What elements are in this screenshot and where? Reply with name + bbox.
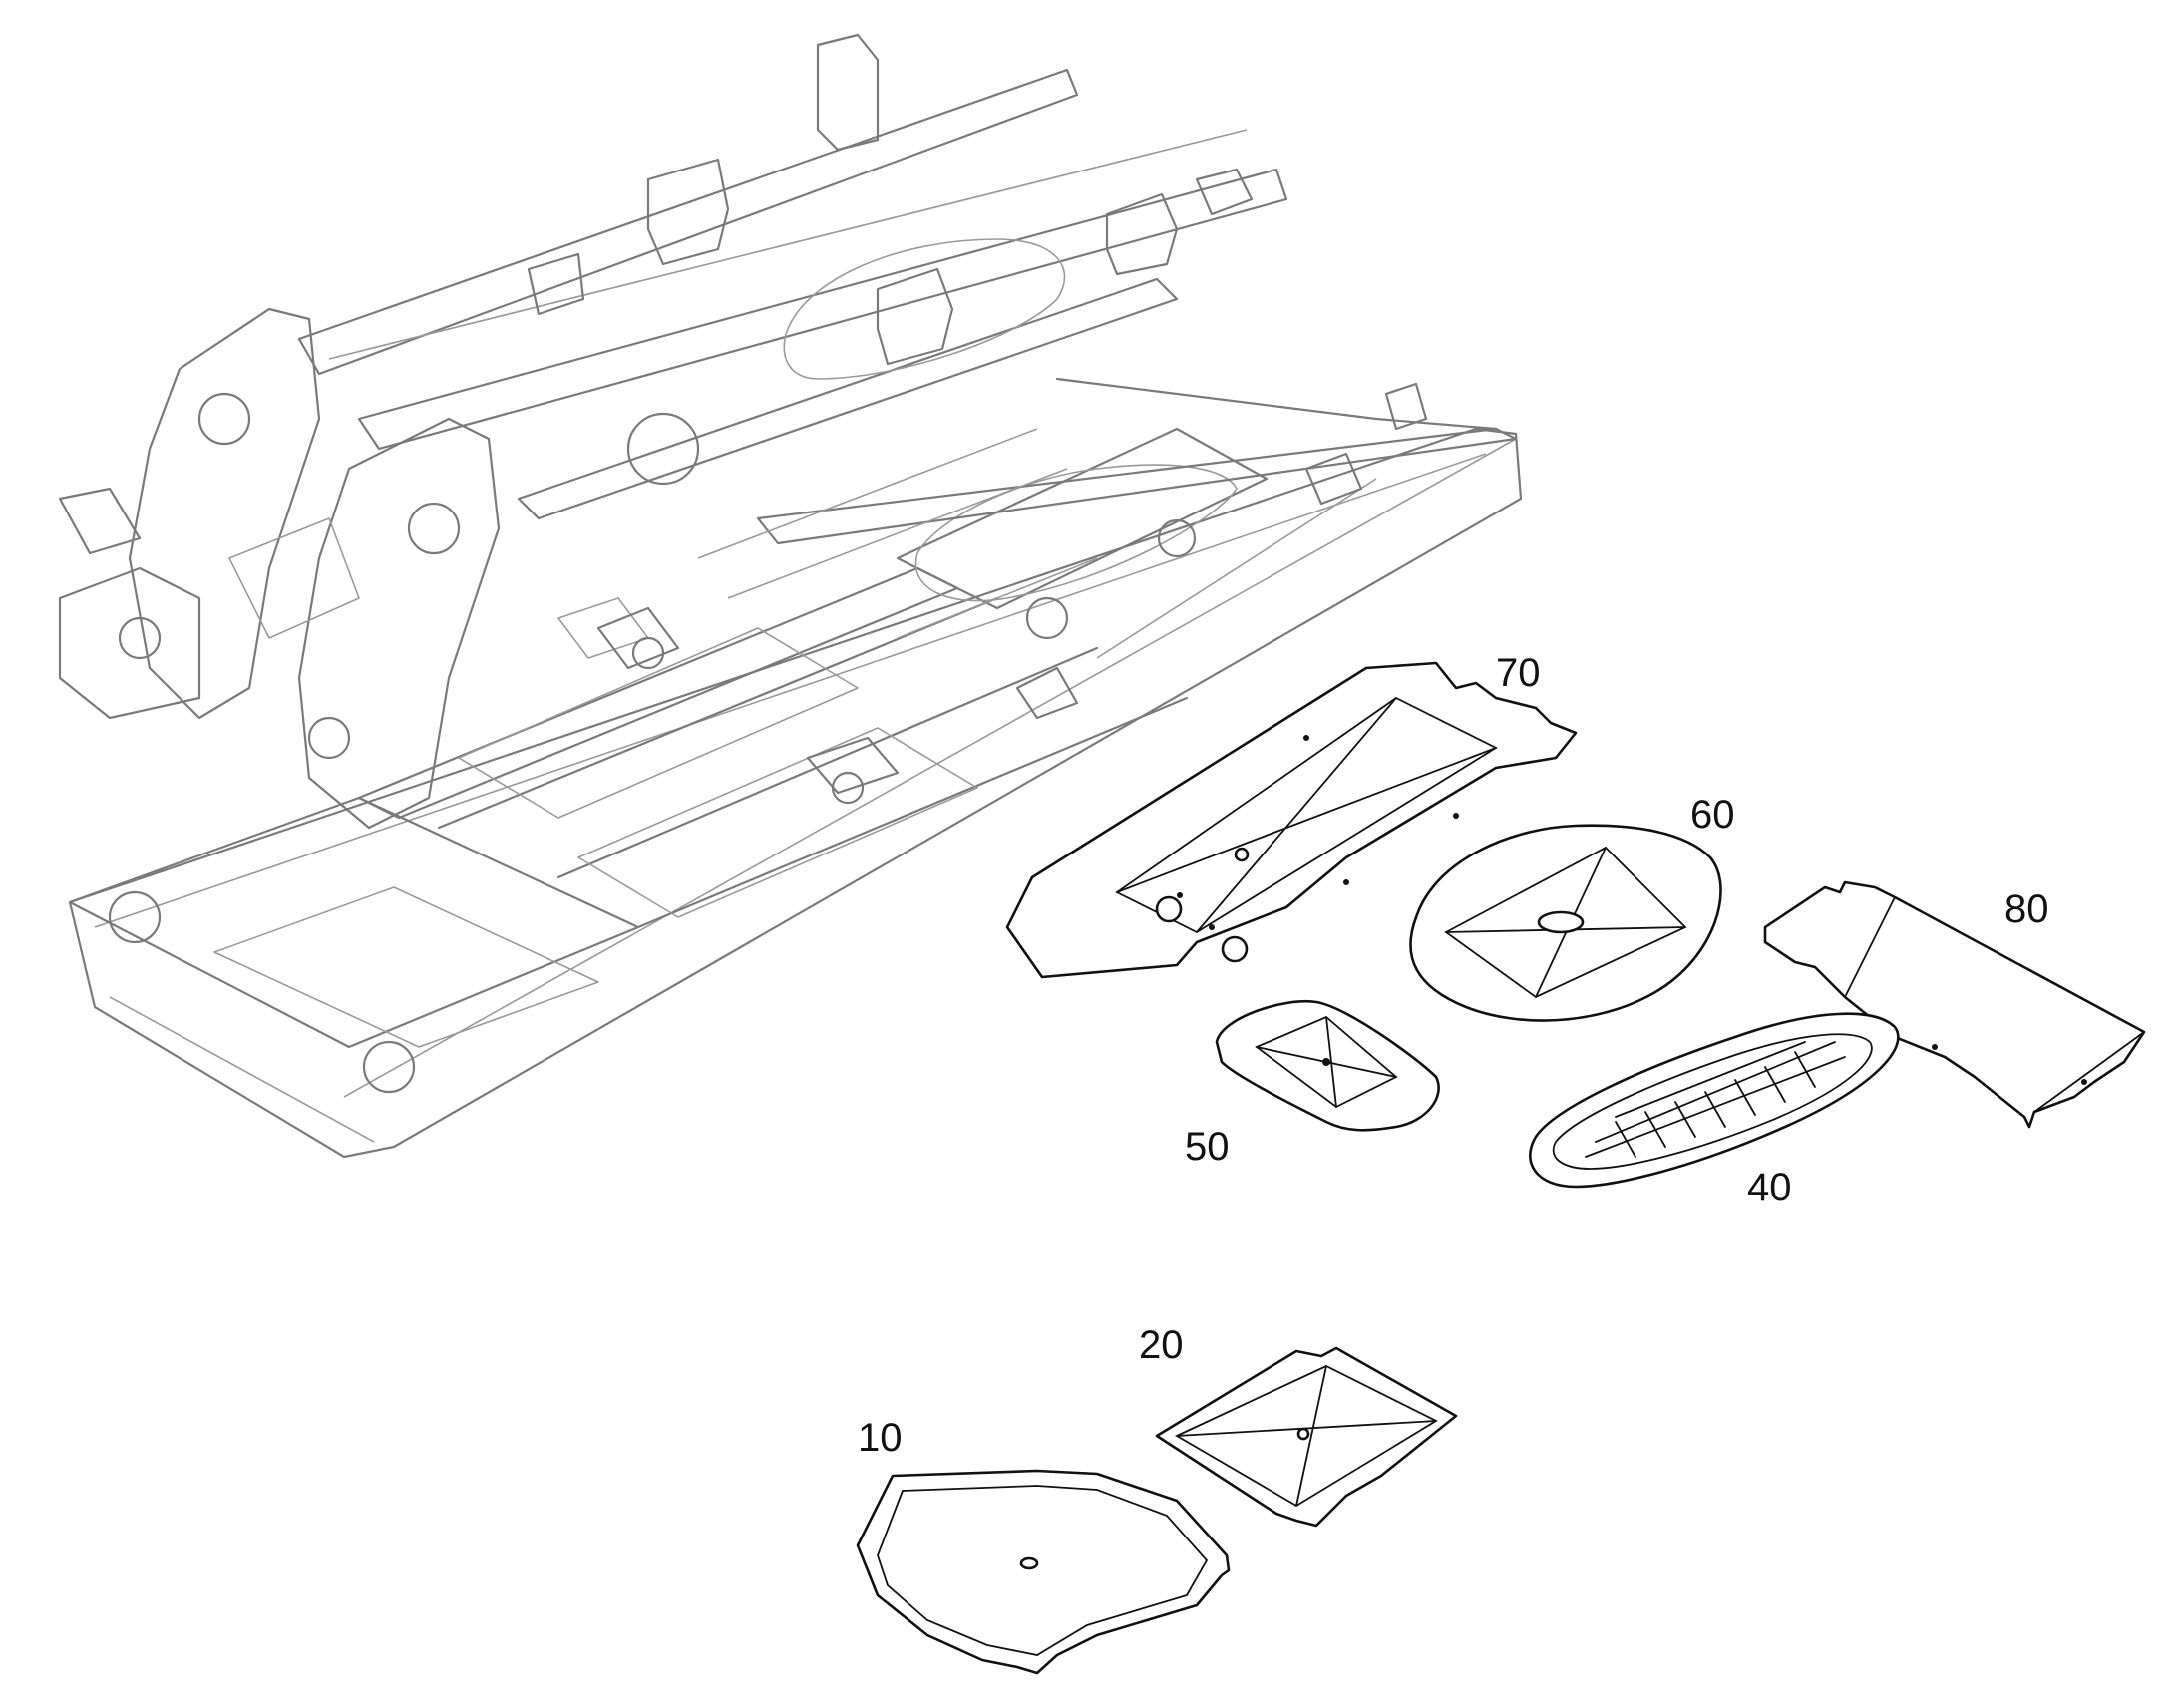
part-50-small-cover [1215,999,1440,1132]
callout-80: 80 [2004,887,2049,931]
callout-10: 10 [858,1416,903,1460]
part-20-square-cover [1155,1346,1458,1528]
chassis-frame [58,33,1523,1159]
callout-20: 20 [1139,1323,1184,1367]
part-70-floor-plate [1005,661,1578,979]
part-10-large-cover [856,1469,1231,1675]
part-40-grille-plate [1529,1012,1900,1189]
callout-40: 40 [1747,1166,1792,1209]
grille-slots [1585,1041,1846,1158]
callout-70: 70 [1496,651,1541,695]
callout-60: 60 [1690,793,1735,837]
part-80-side-panel [1763,880,2146,1129]
part-60-oval-cover [1409,824,1722,1022]
callout-50: 50 [1185,1125,1230,1169]
